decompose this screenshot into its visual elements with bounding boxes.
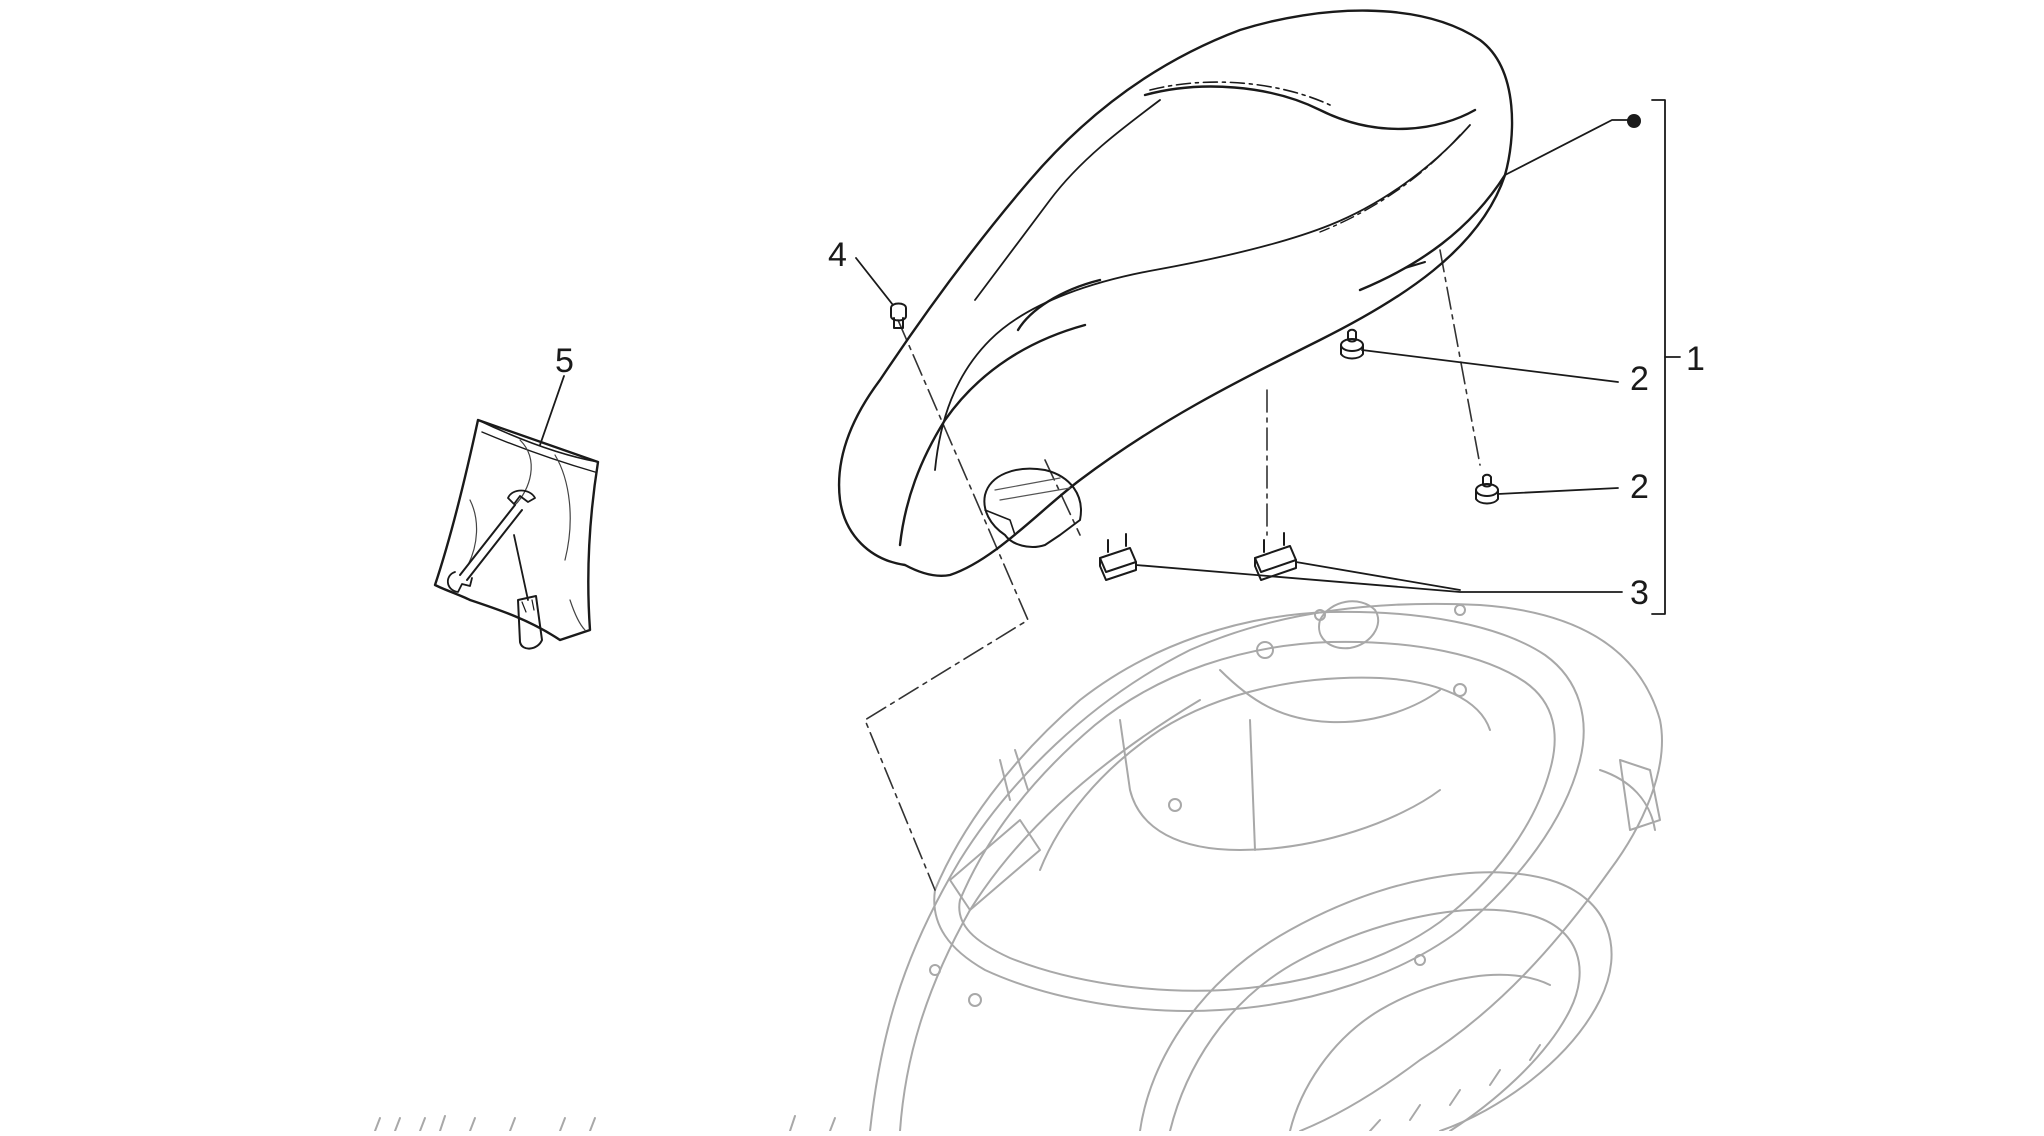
body-frame-ghost [374,600,1663,1132]
seat-hinge-pad-b [1254,532,1297,581]
callout-part-2-upper: 2 [1630,360,1649,398]
callout-part-4: 4 [828,236,847,274]
assembly-guide-lines [864,249,1481,891]
callout-part-1: 1 [1686,340,1705,378]
callout-part-5: 5 [555,342,574,380]
seat-hinge-pad-a [1099,533,1137,581]
tool-kit-bag [433,418,600,650]
rubber-buffer-a [1340,328,1364,360]
seat-leader-dot [1627,114,1641,128]
rubber-buffer-b [1475,473,1499,505]
callout-part-3: 3 [1630,574,1649,612]
seat-part [837,9,1514,577]
leader-lines [539,99,1681,615]
callout-part-2-lower: 2 [1630,468,1649,506]
screw-part [890,302,907,329]
